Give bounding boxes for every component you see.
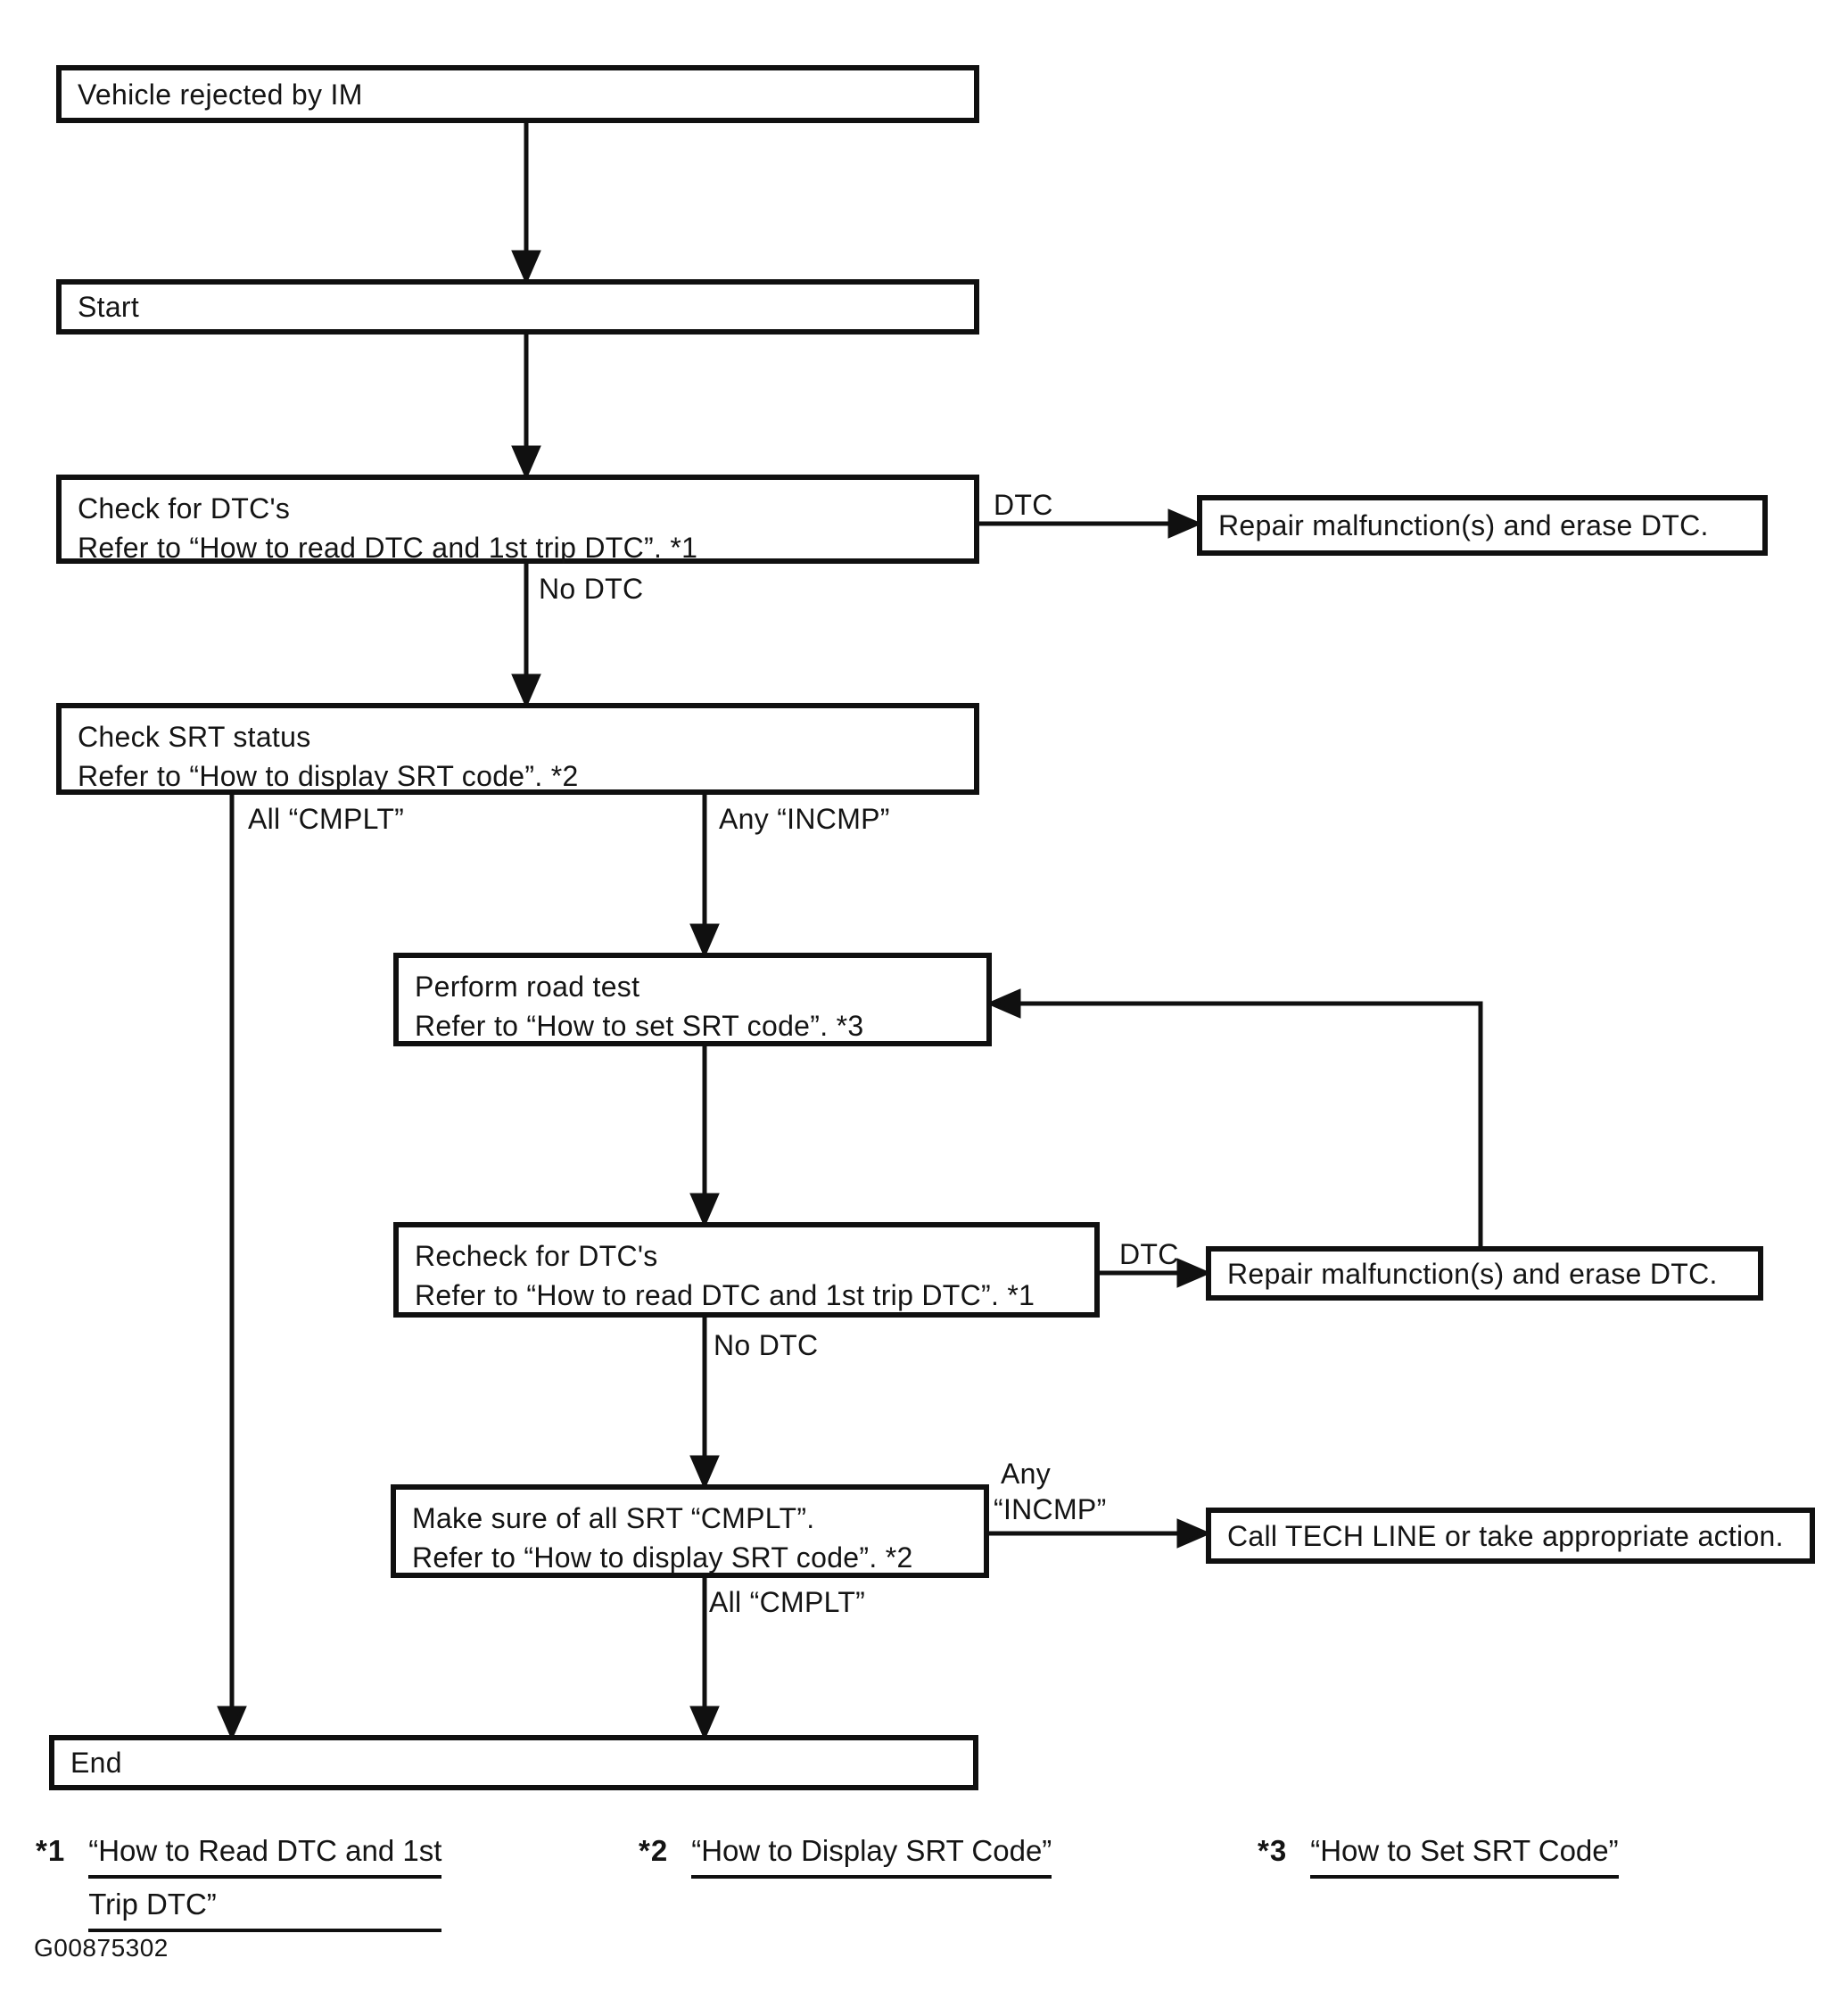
arrowhead-check-srt-to-road-test [689,923,720,959]
node-text: Check for DTC's [78,492,291,525]
arrowhead-check-dtc-to-repair1 [1167,508,1203,539]
arrowhead-make-sure-to-end [689,1706,720,1741]
node-text: Refer to “How to display SRT code”. *2 [412,1541,913,1574]
footnote-1-link-line2[interactable]: Trip DTC” [88,1884,442,1932]
arrowhead-repair2-to-road-test [986,988,1021,1019]
node-perform-road-test: Perform road test Refer to “How to set S… [393,953,992,1046]
node-check-dtc: Check for DTC's Refer to “How to read DT… [56,475,979,564]
node-recheck-dtc: Recheck for DTC's Refer to “How to read … [393,1222,1100,1318]
edge-label-no-dtc-1: No DTC [539,573,644,605]
node-text: Repair malfunction(s) and erase DTC. [1227,1257,1718,1290]
node-text: Perform road test [415,971,640,1003]
arrowhead-recheck-to-make-sure [689,1455,720,1491]
footnote-2-marker: *2 [639,1834,669,1867]
node-repair-erase-dtc-2: Repair malfunction(s) and erase DTC. [1206,1246,1763,1301]
node-text: Refer to “How to set SRT code”. *3 [415,1010,864,1042]
arrowhead-check-dtc-to-check-srt [511,673,541,709]
node-text: Refer to “How to read DTC and 1st trip D… [78,532,698,564]
edge-label-all-cmplt-1: All “CMPLT” [248,803,405,835]
edge-label-no-dtc-2: No DTC [714,1329,819,1361]
footnote-1-marker: *1 [36,1834,66,1867]
edge-label-dtc-1: DTC [994,489,1053,521]
edge-label-all-cmplt-2: All “CMPLT” [709,1586,866,1618]
arrowhead-make-sure-to-call-tech [1176,1518,1212,1549]
arrowhead-road-test-to-recheck [689,1193,720,1228]
node-text: Make sure of all SRT “CMPLT”. [412,1502,815,1534]
footnote-3: *3 “How to Set SRT Code” [1258,1830,1619,1884]
arrowhead-vehicle-to-start [511,250,541,285]
edge-label-any-incmp-2: Any “INCMP” [994,1456,1107,1527]
node-text: Vehicle rejected by IM [78,78,363,111]
node-text: Call TECH LINE or take appropriate actio… [1227,1519,1784,1552]
node-text: Refer to “How to display SRT code”. *2 [78,760,579,792]
node-check-srt-status: Check SRT status Refer to “How to displa… [56,703,979,795]
edge-label-any-line1: Any [1001,1458,1052,1490]
node-end: End [49,1735,978,1790]
arrowhead-check-srt-to-end [217,1706,247,1741]
edge-repair2-to-road-test [1019,1001,1483,1246]
footnote-2-link[interactable]: “How to Display SRT Code” [691,1830,1052,1879]
footnote-3-link[interactable]: “How to Set SRT Code” [1310,1830,1619,1879]
arrowhead-start-to-check-dtc [511,445,541,481]
node-call-tech-line: Call TECH LINE or take appropriate actio… [1206,1508,1815,1564]
node-text: Start [78,291,140,323]
edge-label-dtc-2: DTC [1119,1238,1179,1270]
node-text: Recheck for DTC's [415,1240,658,1272]
edge-label-any-incmp-1: Any “INCMP” [719,803,890,835]
node-text: Check SRT status [78,721,311,753]
arrowhead-recheck-to-repair2 [1176,1258,1212,1288]
footnote-3-marker: *3 [1258,1834,1288,1867]
node-repair-erase-dtc-1: Repair malfunction(s) and erase DTC. [1197,495,1768,556]
node-text: Repair malfunction(s) and erase DTC. [1218,509,1709,541]
node-vehicle-rejected: Vehicle rejected by IM [56,65,979,123]
node-make-sure-srt-cmplt: Make sure of all SRT “CMPLT”. Refer to “… [391,1484,989,1578]
footnote-2: *2 “How to Display SRT Code” [639,1830,1052,1884]
figure-id: G00875302 [34,1934,169,1962]
node-text: Refer to “How to read DTC and 1st trip D… [415,1279,1035,1311]
node-text: End [70,1747,122,1779]
edge-label-any-line2: “INCMP” [994,1493,1107,1525]
footnote-1-link-line1[interactable]: “How to Read DTC and 1st [88,1830,442,1879]
node-start: Start [56,279,979,335]
